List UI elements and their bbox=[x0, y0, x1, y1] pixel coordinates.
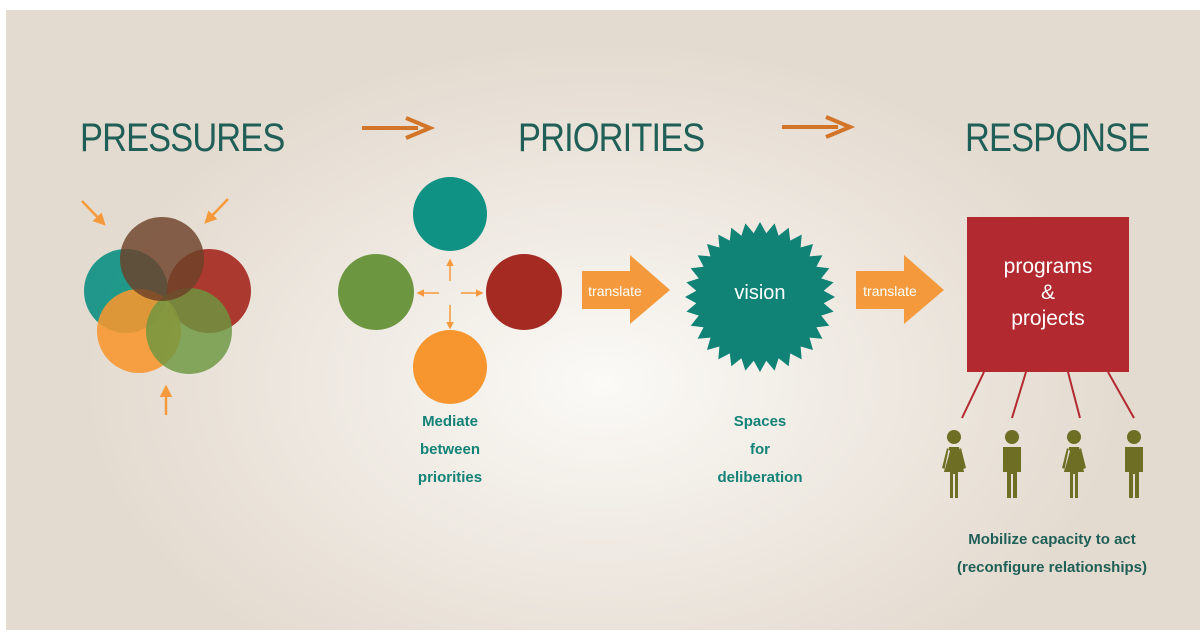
translate-arrow-2 bbox=[856, 255, 944, 324]
pressure-circle-brown bbox=[120, 217, 204, 301]
vision-label: vision bbox=[734, 282, 785, 304]
box-line-3: projects bbox=[1011, 307, 1085, 330]
priority-circle-orange bbox=[413, 330, 487, 404]
box-line-2: & bbox=[1041, 281, 1055, 304]
heading-priorities: PRIORITIES bbox=[518, 116, 705, 160]
box-line-1: programs bbox=[1004, 255, 1093, 278]
caption-spaces: Spaces for deliberation bbox=[717, 413, 803, 486]
translate-label-2: translate bbox=[863, 283, 917, 299]
priority-circle-red bbox=[486, 254, 562, 330]
person-figure-4 bbox=[1125, 430, 1143, 498]
heading-arrow-2 bbox=[782, 115, 856, 139]
heading-arrow-1 bbox=[362, 116, 436, 140]
priority-circle-green bbox=[338, 254, 414, 330]
translate-arrow-1 bbox=[582, 255, 670, 324]
caption-mediate: Mediate between priorities bbox=[417, 413, 483, 486]
pressure-circle-green bbox=[146, 288, 232, 374]
priority-circle-teal bbox=[413, 177, 487, 251]
pressure-arrow-top-left bbox=[81, 200, 106, 226]
pressures-cluster bbox=[84, 217, 251, 374]
caption-mobilize: Mobilize capacity to act (reconfigure re… bbox=[956, 531, 1148, 576]
people-figures bbox=[942, 430, 1143, 498]
slide: translate translate vision programs & pr… bbox=[6, 10, 1200, 630]
box-connectors bbox=[961, 371, 1135, 419]
programs-projects-box bbox=[967, 217, 1129, 372]
pressure-arrows bbox=[81, 198, 229, 415]
translate-label-1: translate bbox=[588, 283, 642, 299]
diagram-canvas: translate translate vision programs & pr… bbox=[81, 115, 1143, 498]
priorities-group bbox=[338, 177, 562, 404]
vision-starburst bbox=[685, 222, 835, 372]
pressure-arrow-top-right bbox=[204, 198, 229, 224]
heading-response: RESPONSE bbox=[965, 116, 1150, 160]
person-figure-3 bbox=[1062, 430, 1086, 498]
person-figure-1 bbox=[942, 430, 966, 498]
person-figure-2 bbox=[1003, 430, 1021, 498]
heading-pressures: PRESSURES bbox=[80, 116, 285, 160]
